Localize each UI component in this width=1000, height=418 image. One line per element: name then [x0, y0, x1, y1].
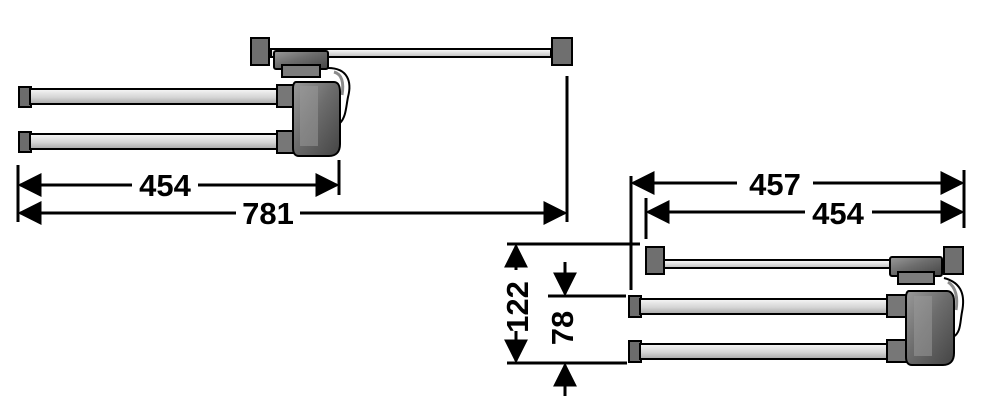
dimension-label-top-454: 454 — [139, 168, 191, 203]
dimension-label-78: 78 — [545, 311, 580, 345]
top-rack-illustration — [18, 37, 573, 157]
bottom-vertical-dimensions: 122 78 — [500, 242, 640, 396]
dimension-label-122: 122 — [500, 281, 535, 333]
bottom-rack-illustration — [628, 246, 965, 366]
bottom-horizontal-dimensions: 457 454 — [629, 167, 966, 290]
dimension-label-bottom-457: 457 — [749, 167, 801, 202]
dimension-label-bottom-454: 454 — [812, 196, 864, 231]
dimension-label-top-781: 781 — [242, 196, 294, 231]
top-dimensions: 454 781 — [16, 76, 569, 231]
